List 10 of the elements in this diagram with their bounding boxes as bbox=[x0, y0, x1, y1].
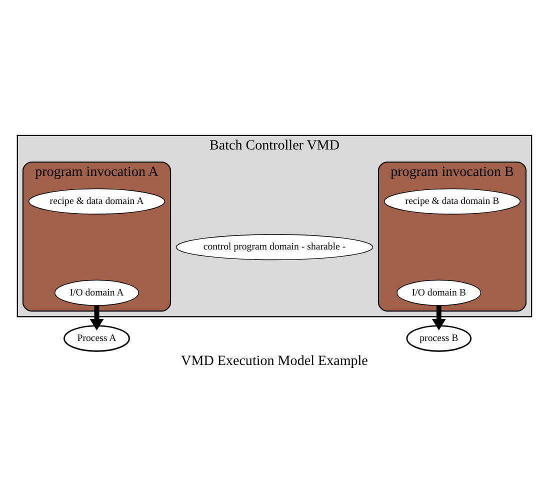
node-ellipse: Process A bbox=[64, 325, 130, 352]
node-ellipse: process B bbox=[406, 325, 472, 352]
node-ellipse: recipe & data domain B bbox=[384, 188, 521, 214]
node-ellipse: I/O domain B bbox=[396, 280, 482, 306]
arrow bbox=[432, 306, 446, 330]
node-ellipse: control program domain - sharable - bbox=[176, 234, 374, 260]
node-ellipse: recipe & data domain A bbox=[28, 188, 166, 214]
arrow bbox=[90, 306, 104, 330]
node-ellipse: I/O domain A bbox=[54, 280, 139, 306]
diagram-title: VMD Execution Model Example bbox=[181, 353, 368, 370]
